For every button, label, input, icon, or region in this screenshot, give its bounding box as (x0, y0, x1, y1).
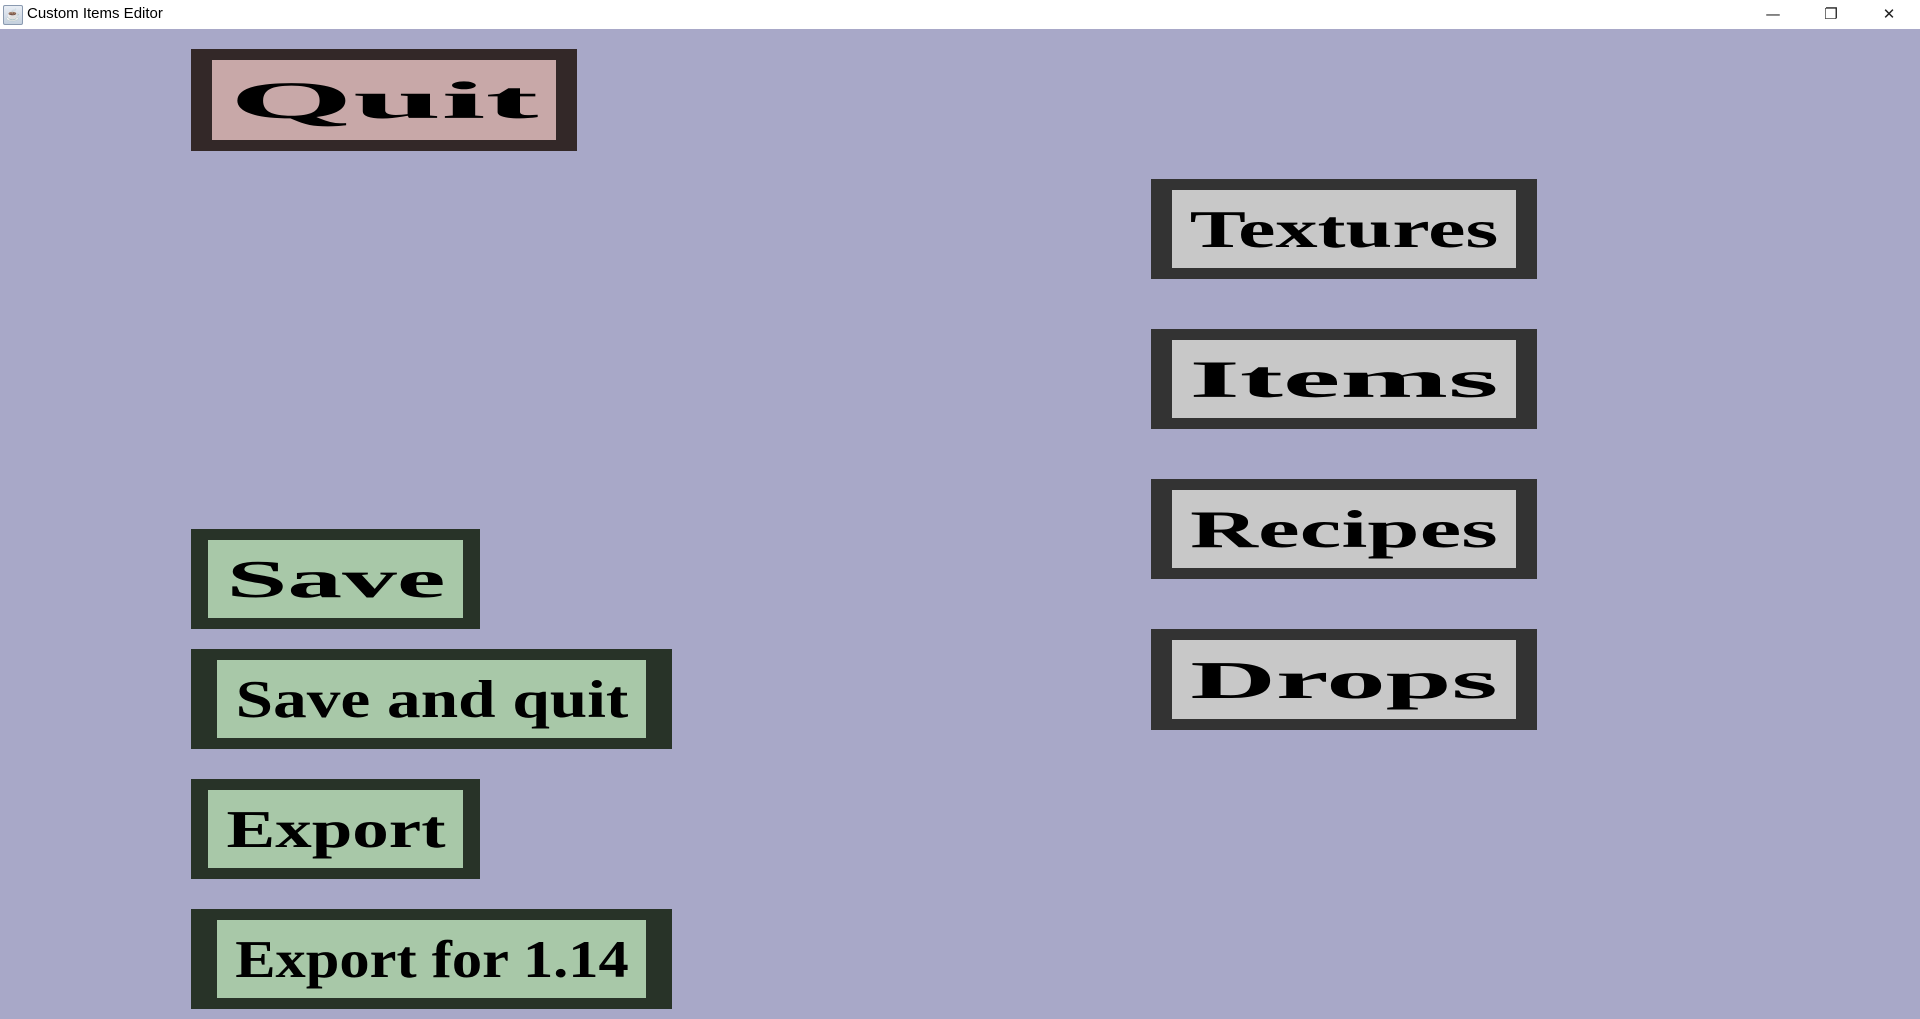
textures-button[interactable]: Textures (1151, 179, 1537, 279)
export-for-1-14-button[interactable]: Export for 1.14 (191, 909, 672, 1009)
textures-label: Textures (1189, 199, 1499, 259)
title-bar: ☕ Custom Items Editor — ❐ ✕ (0, 0, 1920, 29)
save-and-quit-label: Save and quit (235, 669, 628, 729)
recipes-button[interactable]: Recipes (1151, 479, 1537, 579)
save-label: Save (226, 549, 445, 609)
export-button[interactable]: Export (191, 779, 480, 879)
minimize-button[interactable]: — (1765, 5, 1781, 23)
export-for-1-14-label: Export for 1.14 (234, 929, 629, 989)
java-icon: ☕ (3, 5, 23, 25)
quit-label: Quit (229, 70, 539, 130)
quit-button[interactable]: Quit (191, 49, 577, 151)
export-label: Export (226, 799, 445, 859)
drops-label: Drops (1190, 650, 1498, 709)
save-and-quit-button[interactable]: Save and quit (191, 649, 672, 749)
window-title: Custom Items Editor (27, 5, 163, 22)
items-button[interactable]: Items (1151, 329, 1537, 429)
items-label: Items (1189, 349, 1499, 409)
maximize-button[interactable]: ❐ (1824, 5, 1838, 23)
recipes-label: Recipes (1190, 499, 1498, 559)
save-button[interactable]: Save (191, 529, 480, 629)
close-button[interactable]: ✕ (1882, 5, 1896, 23)
drops-button[interactable]: Drops (1151, 629, 1537, 730)
